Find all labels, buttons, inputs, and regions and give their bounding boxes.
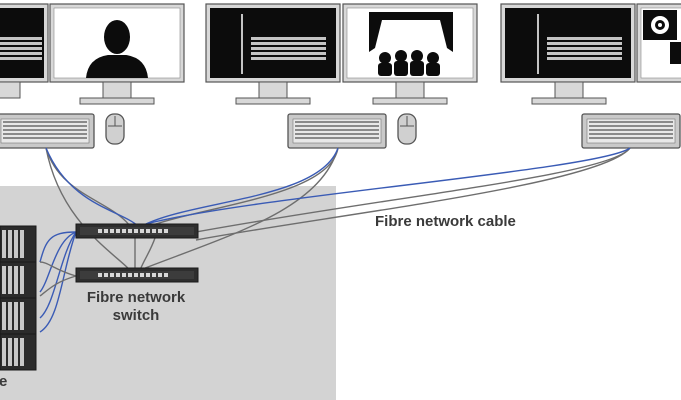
switch-label: Fibre network switch xyxy=(84,289,188,325)
storage-label-partial: e xyxy=(0,373,8,390)
fibre-cables xyxy=(39,147,631,333)
mouse-icon xyxy=(105,113,125,145)
server-rack-icon xyxy=(0,225,37,263)
keyboard-icon xyxy=(0,113,95,149)
keyboard-icon xyxy=(581,113,681,149)
network-switch-icon xyxy=(75,223,199,239)
mouse-icon xyxy=(397,113,417,145)
server-rack-icon xyxy=(0,297,37,335)
monitor-icon xyxy=(500,3,636,105)
server-rack-icon xyxy=(0,261,37,299)
switch-label-line1: Fibre network xyxy=(86,289,186,306)
person-icon xyxy=(86,20,148,78)
server-rack-icon xyxy=(0,333,37,371)
network-switch-icon xyxy=(75,267,199,283)
switch-label-line2: switch xyxy=(112,307,160,324)
audience-icon xyxy=(369,12,453,76)
monitor-icon xyxy=(205,3,341,105)
monitor-icon xyxy=(49,3,185,105)
flower-icon xyxy=(643,10,681,64)
monitor-icon xyxy=(0,3,49,83)
network-area xyxy=(0,186,336,400)
cable-label: Fibre network cable xyxy=(375,213,516,230)
keyboard-icon xyxy=(287,113,387,149)
monitor-stand-left xyxy=(0,81,21,99)
